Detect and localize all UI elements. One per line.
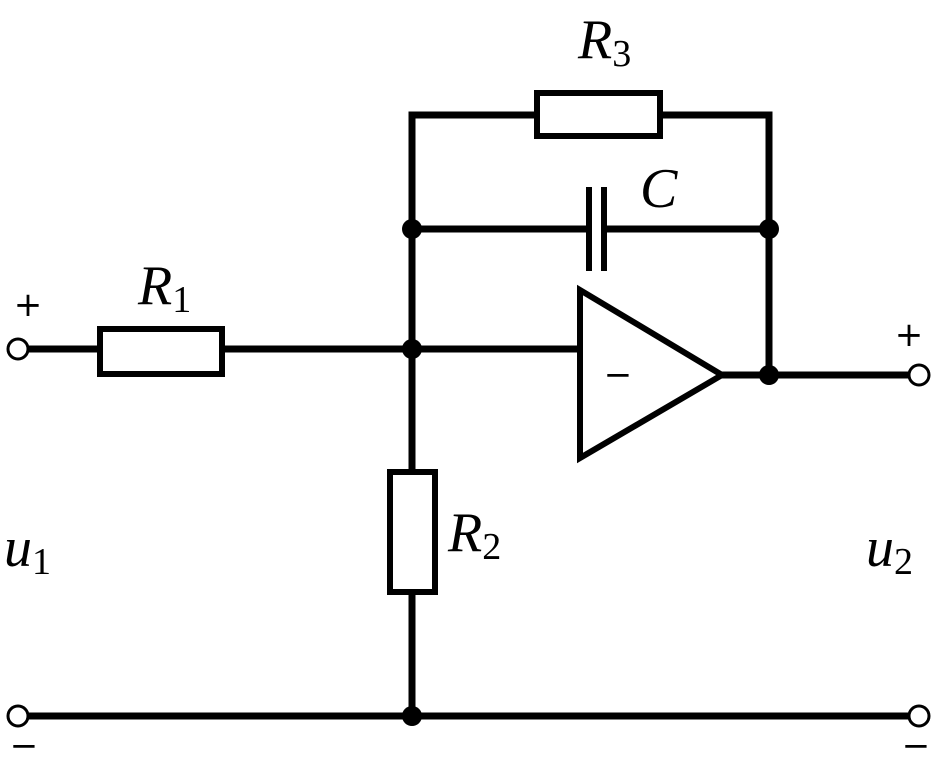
label-r1-sub: 1 — [172, 279, 191, 321]
wires — [24, 111, 914, 720]
junction-dot — [402, 706, 422, 726]
terminals — [6, 337, 931, 728]
input-minus-sign: − — [10, 726, 39, 759]
label-r2-main: R — [447, 502, 482, 564]
junction-dot — [759, 219, 779, 239]
label-r1: R1 — [137, 255, 191, 321]
label-r1-main: R — [137, 255, 172, 317]
label-c-main: C — [640, 158, 678, 220]
label-u1-sub: 1 — [32, 541, 51, 583]
op-amp: − — [577, 284, 728, 464]
label-r3-sub: 3 — [612, 33, 631, 75]
op-amp-minus-sign: − — [604, 355, 633, 395]
terminal-output-top — [907, 363, 931, 387]
resistor-r2 — [387, 469, 438, 595]
input-plus-sign: + — [14, 285, 43, 325]
terminal-input-top — [6, 337, 30, 361]
op-amp-triangle — [577, 284, 728, 464]
junction-dot — [759, 365, 779, 385]
junction-dot — [402, 219, 422, 239]
label-u2: u2 — [866, 517, 913, 583]
output-minus-sign: − — [902, 726, 931, 759]
label-r2: R2 — [447, 502, 501, 568]
capacitor-c — [586, 187, 607, 271]
label-c: C — [640, 158, 678, 220]
label-u1-main: u — [4, 517, 32, 579]
junctions — [402, 219, 779, 726]
terminal-input-bottom — [6, 704, 30, 728]
label-r3: R3 — [577, 9, 631, 75]
label-u1: u1 — [4, 517, 51, 583]
label-r2-sub: 2 — [482, 526, 501, 568]
output-plus-sign: + — [895, 315, 924, 355]
label-u2-sub: 2 — [894, 541, 913, 583]
label-u2-main: u — [866, 517, 894, 579]
junction-dot — [402, 339, 422, 359]
label-r3-main: R — [577, 9, 612, 71]
resistor-r1 — [97, 326, 225, 377]
resistor-r3 — [534, 90, 663, 139]
terminal-output-bottom — [907, 704, 931, 728]
